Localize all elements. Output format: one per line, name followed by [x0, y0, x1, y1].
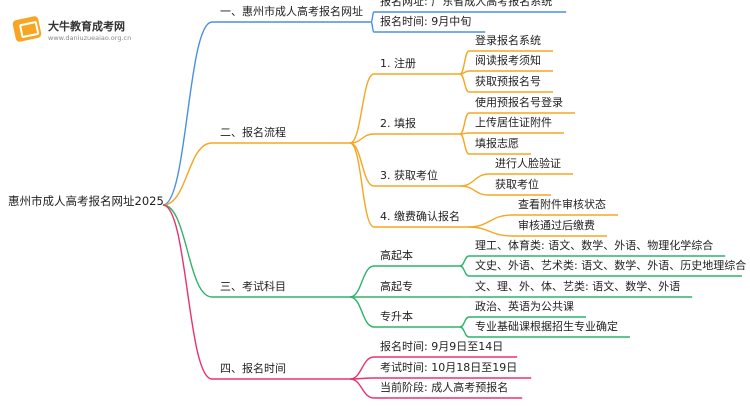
leaf-label-1-3-1: 审核通过后缴费: [518, 219, 595, 232]
branch-label-3: 四、报名时间: [220, 362, 286, 375]
child-label-3-1: 考试时间: 10月18日至19日: [380, 361, 518, 374]
connector-child-leaf-2-2-0: [459, 316, 470, 328]
root-node-label: 惠州市成人高考报名网址2025: [8, 194, 164, 208]
child-label-1-1: 2. 填报: [380, 117, 416, 130]
connector-child-leaf-2-0-1: [459, 265, 470, 277]
leaf-label-1-2-0: 进行人脸验证: [495, 157, 561, 170]
branch-label-0: 一、惠州市成人高考报名网址: [220, 5, 363, 18]
leaf-label-1-1-1: 上传居住证附件: [475, 116, 552, 129]
child-label-1-2: 3. 获取考位: [380, 169, 438, 182]
child-label-1-0: 1. 注册: [380, 57, 416, 70]
connector-branch-child-0-1: [370, 21, 375, 33]
leaf-label-2-2-1: 专业基础课根据招生专业确定: [475, 320, 618, 333]
connector-branch-child-1-2: [349, 142, 375, 187]
logo-url: www.daniuzueaiao.org.cn: [48, 34, 132, 42]
connector-child-leaf-1-3-1: [467, 226, 513, 237]
leaf-label-1-0-1: 阅读报考须知: [475, 54, 541, 67]
child-label-0-1: 报名时间: 9月中旬: [380, 15, 472, 28]
child-label-2-1: 高起专: [380, 280, 413, 293]
branch-label-1: 二、报名流程: [220, 126, 286, 139]
connector-root-branch-1: [162, 142, 213, 206]
child-label-2-0: 高起本: [380, 249, 413, 262]
leaf-label-2-1-0: 文、理、外、体、艺类: 语文、数学、外语: [475, 280, 681, 293]
connector-branch-child-3-2: [349, 378, 375, 399]
leaf-label-1-0-0: 登录报名系统: [475, 34, 541, 47]
logo-title: 大牛教育成考网: [48, 20, 125, 33]
connector-branch-child-2-0: [349, 265, 375, 298]
leaf-label-1-0-2: 获取预报名号: [475, 75, 541, 88]
leaf-label-2-0-0: 理工、体育类: 语文、数学、外语、物理化学综合: [475, 239, 714, 252]
connector-child-leaf-2-0-0: [459, 255, 470, 267]
connector-child-leaf-1-1-2: [459, 133, 470, 155]
connector-child-leaf-1-0-2: [459, 73, 470, 93]
child-label-0-0: 报名网址: 广东省成人高考报名系统: [380, 0, 553, 8]
connector-child-leaf-2-2-1: [459, 326, 470, 338]
connector-child-leaf-1-3-0: [467, 214, 513, 228]
connector-child-leaf-1-1-0: [459, 112, 470, 135]
leaf-label-1-2-1: 获取考位: [495, 178, 539, 191]
connector-root-branch-3: [162, 204, 213, 380]
leaf-label-1-1-2: 填报志愿: [475, 137, 519, 150]
connector-root-branch-0: [162, 21, 213, 206]
leaf-label-2-2-0: 政治、英语为公共课: [475, 300, 574, 313]
logo-book-icon: [11, 15, 43, 43]
leaf-label-2-0-1: 文史、外语、艺术类: 语文、数学、外语、历史地理综合: [475, 259, 747, 272]
connector-child-leaf-1-2-0: [459, 173, 490, 187]
site-logo: 大牛教育成考网 www.daniuzueaiao.org.cn: [8, 8, 158, 48]
connector-child-leaf-1-2-1: [459, 185, 490, 196]
leaf-label-1-1-0: 使用预报名号登录: [475, 96, 563, 109]
connector-branch-child-3-0: [349, 356, 375, 380]
child-label-2-2: 专升本: [380, 310, 413, 323]
connector-branch-child-0-0: [370, 11, 375, 23]
branch-label-2: 三、考试科目: [220, 280, 286, 293]
child-label-1-3: 4. 缴费确认报名: [380, 210, 460, 223]
connector-root-branch-2: [162, 204, 213, 298]
connector-branch-child-1-3: [349, 142, 375, 228]
connector-branch-child-2-2: [349, 296, 375, 328]
leaf-label-1-3-0: 查看附件审核状态: [518, 198, 606, 211]
child-label-3-0: 报名时间: 9月9日至14日: [380, 340, 504, 353]
connector-branch-child-1-0: [349, 73, 375, 144]
connector-branch-child-1-1: [349, 133, 375, 144]
child-label-3-2: 当前阶段: 成人高考预报名: [380, 381, 509, 394]
